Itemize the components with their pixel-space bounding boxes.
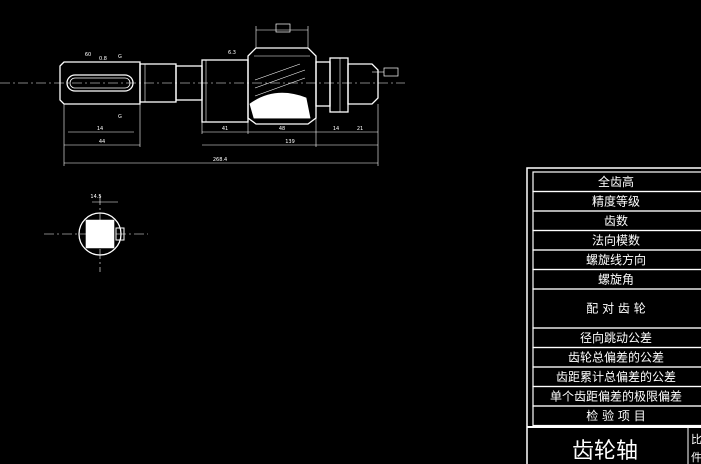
- drawing-title: 齿轮轴: [572, 439, 638, 464]
- gear-table-label: 精度等级: [592, 193, 640, 208]
- gear-table-label: 径向跳动公差: [580, 330, 652, 345]
- dim-60: 60: [85, 52, 91, 58]
- gear-table-label: 螺旋角: [598, 272, 634, 286]
- dim-48: 48: [279, 126, 285, 132]
- shaft-segment-6: [315, 61, 331, 107]
- surface-finish-6-3: 6.3: [228, 50, 236, 56]
- section-hatch: [85, 219, 115, 249]
- gear-table-label: 单个齿距偏差的极限偏差: [550, 388, 682, 403]
- title-block-side-2: 件: [691, 451, 701, 464]
- title-block-side-1: 比: [691, 433, 701, 446]
- section-label-g-top: G: [118, 54, 122, 60]
- section-label-g-bottom: G: [118, 114, 122, 120]
- gear-table-label: 齿数: [604, 213, 628, 228]
- dimension-texts: 14 44 41 48 139 14 21 268.4 60 0.8 6.3 1…: [85, 50, 363, 200]
- dimension-lines: [63, 26, 384, 166]
- dim-14: 14: [97, 126, 103, 132]
- gear-table-label: 齿距累计总偏差的公差: [556, 369, 676, 384]
- gear-table-row: [532, 405, 701, 427]
- keyway-notch: [115, 227, 125, 241]
- gear-table-label: 齿轮总偏差的公差: [568, 349, 664, 364]
- hatched-section: [249, 92, 311, 119]
- shaft-segment-7: [329, 57, 349, 113]
- gear-table-label: 检 验 项 目: [586, 408, 645, 423]
- keyway-slot: [66, 74, 134, 92]
- section-view: [44, 195, 148, 272]
- dim-139: 139: [285, 139, 295, 145]
- tolerance-frames: [275, 23, 399, 77]
- dim-total: 268.4: [213, 157, 227, 163]
- dim-21: 21: [357, 126, 363, 132]
- dim-14b: 14: [333, 126, 339, 132]
- gear-table-label: 配 对 齿 轮: [586, 302, 645, 316]
- surface-finish-0-8: 0.8: [99, 56, 107, 62]
- gear-table-label: 螺旋线方向: [586, 252, 646, 267]
- gear-table-label: 法向模数: [592, 232, 640, 247]
- dim-41: 41: [222, 126, 228, 132]
- dim-key-width: 14.5: [90, 194, 101, 200]
- shaft-segment-4: [201, 59, 249, 123]
- section-circle: [78, 212, 122, 256]
- gear-table-label: 全齿高: [598, 174, 634, 189]
- shaft-main-view: [0, 47, 405, 125]
- dim-44: 44: [99, 139, 105, 145]
- shaft-segment-8: [347, 63, 379, 105]
